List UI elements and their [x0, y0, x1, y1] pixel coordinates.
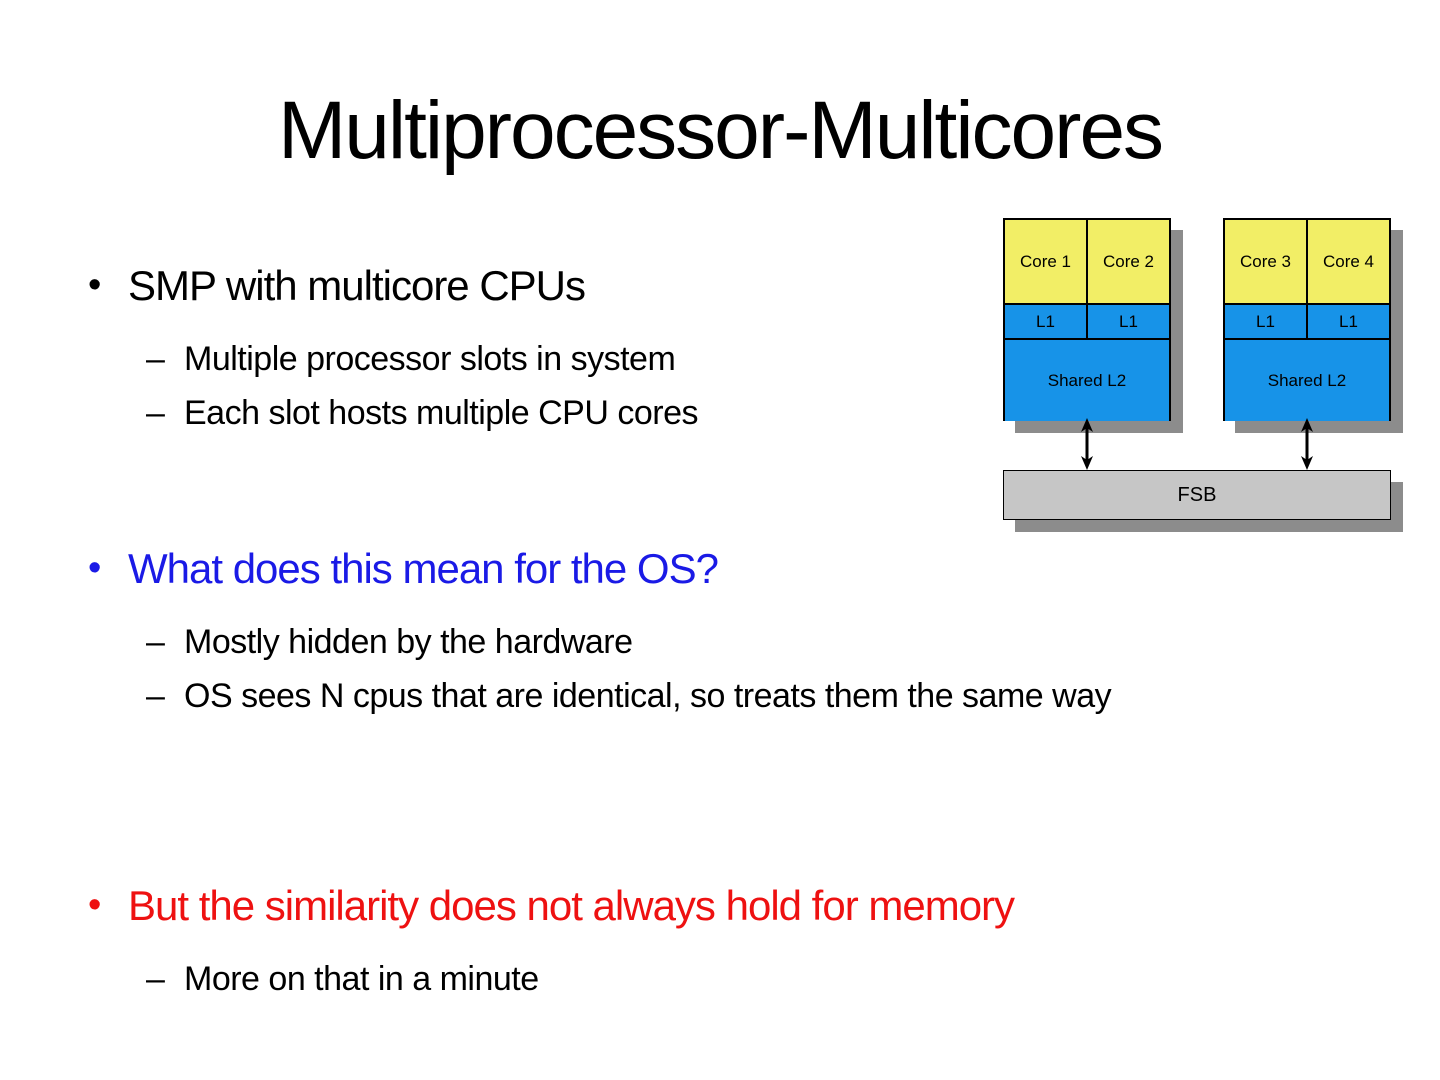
double-arrow-icon [1081, 418, 1093, 470]
core-cell: Core 3 [1225, 220, 1308, 303]
core-cell: Core 2 [1088, 220, 1169, 303]
bullet-dot-icon: • [88, 884, 101, 926]
sub-bullet: – More on that in a minute [146, 952, 1014, 1006]
l1-cache-cell: L1 [1308, 305, 1389, 338]
bullet-text: But the similarity does not always hold … [128, 882, 1015, 929]
sub-bullet: – Multiple processor slots in system [146, 332, 698, 386]
bullet-item: • But the similarity does not always hol… [88, 882, 1015, 930]
l1-cache-cell: L1 [1088, 305, 1169, 338]
bullet-text: What does this mean for the OS? [128, 545, 719, 592]
cpu-package-1: Core 1 Core 2 L1 L1 Shared L2 [1003, 218, 1171, 421]
multicore-cpu-diagram: Core 1 Core 2 L1 L1 Shared L2 Core 3 Cor… [1003, 218, 1403, 538]
slide-title: Multiprocessor-Multicores [277, 85, 1164, 176]
bullet-item: • What does this mean for the OS? [88, 545, 1111, 593]
l1-row: L1 L1 [1225, 303, 1389, 338]
core-row: Core 1 Core 2 [1005, 220, 1169, 303]
sub-bullet-text: Multiple processor slots in system [184, 339, 676, 378]
bullet-dot-icon: • [88, 264, 101, 306]
dash-icon: – [146, 339, 165, 378]
core-cell: Core 1 [1005, 220, 1088, 303]
bullet-group-memory: • But the similarity does not always hol… [88, 882, 1015, 1006]
sub-bullet-text: Each slot hosts multiple CPU cores [184, 393, 698, 432]
bullet-text: SMP with multicore CPUs [128, 262, 586, 309]
shared-l2-cell: Shared L2 [1225, 338, 1389, 421]
dash-icon: – [146, 676, 165, 715]
l1-cache-cell: L1 [1225, 305, 1308, 338]
bullet-dot-icon: • [88, 547, 101, 589]
sub-bullet-list: – More on that in a minute [88, 952, 1014, 1006]
sub-bullet: – Each slot hosts multiple CPU cores [146, 386, 698, 440]
sub-bullet: – OS sees N cpus that are identical, so … [146, 669, 1112, 723]
l1-row: L1 L1 [1005, 303, 1169, 338]
l1-cache-cell: L1 [1005, 305, 1088, 338]
core-cell: Core 4 [1308, 220, 1389, 303]
sub-bullet-list: – Mostly hidden by the hardware – OS see… [88, 615, 1112, 724]
dash-icon: – [146, 622, 165, 661]
cpu-package-2: Core 3 Core 4 L1 L1 Shared L2 [1223, 218, 1391, 421]
sub-bullet-list: – Multiple processor slots in system – E… [88, 332, 698, 441]
sub-bullet: – Mostly hidden by the hardware [146, 615, 1111, 669]
bullet-item: • SMP with multicore CPUs [88, 262, 698, 310]
sub-bullet-text: More on that in a minute [184, 959, 539, 998]
bullet-group-os: • What does this mean for the OS? – Most… [88, 545, 1112, 724]
bullet-group-smp: • SMP with multicore CPUs – Multiple pro… [88, 262, 698, 440]
dash-icon: – [146, 393, 165, 432]
fsb-bus: FSB [1003, 470, 1391, 520]
double-arrow-icon [1301, 418, 1313, 470]
sub-bullet-text: OS sees N cpus that are identical, so tr… [184, 676, 1112, 715]
core-row: Core 3 Core 4 [1225, 220, 1389, 303]
dash-icon: – [146, 959, 165, 998]
shared-l2-cell: Shared L2 [1005, 338, 1169, 421]
sub-bullet-text: Mostly hidden by the hardware [184, 622, 633, 661]
